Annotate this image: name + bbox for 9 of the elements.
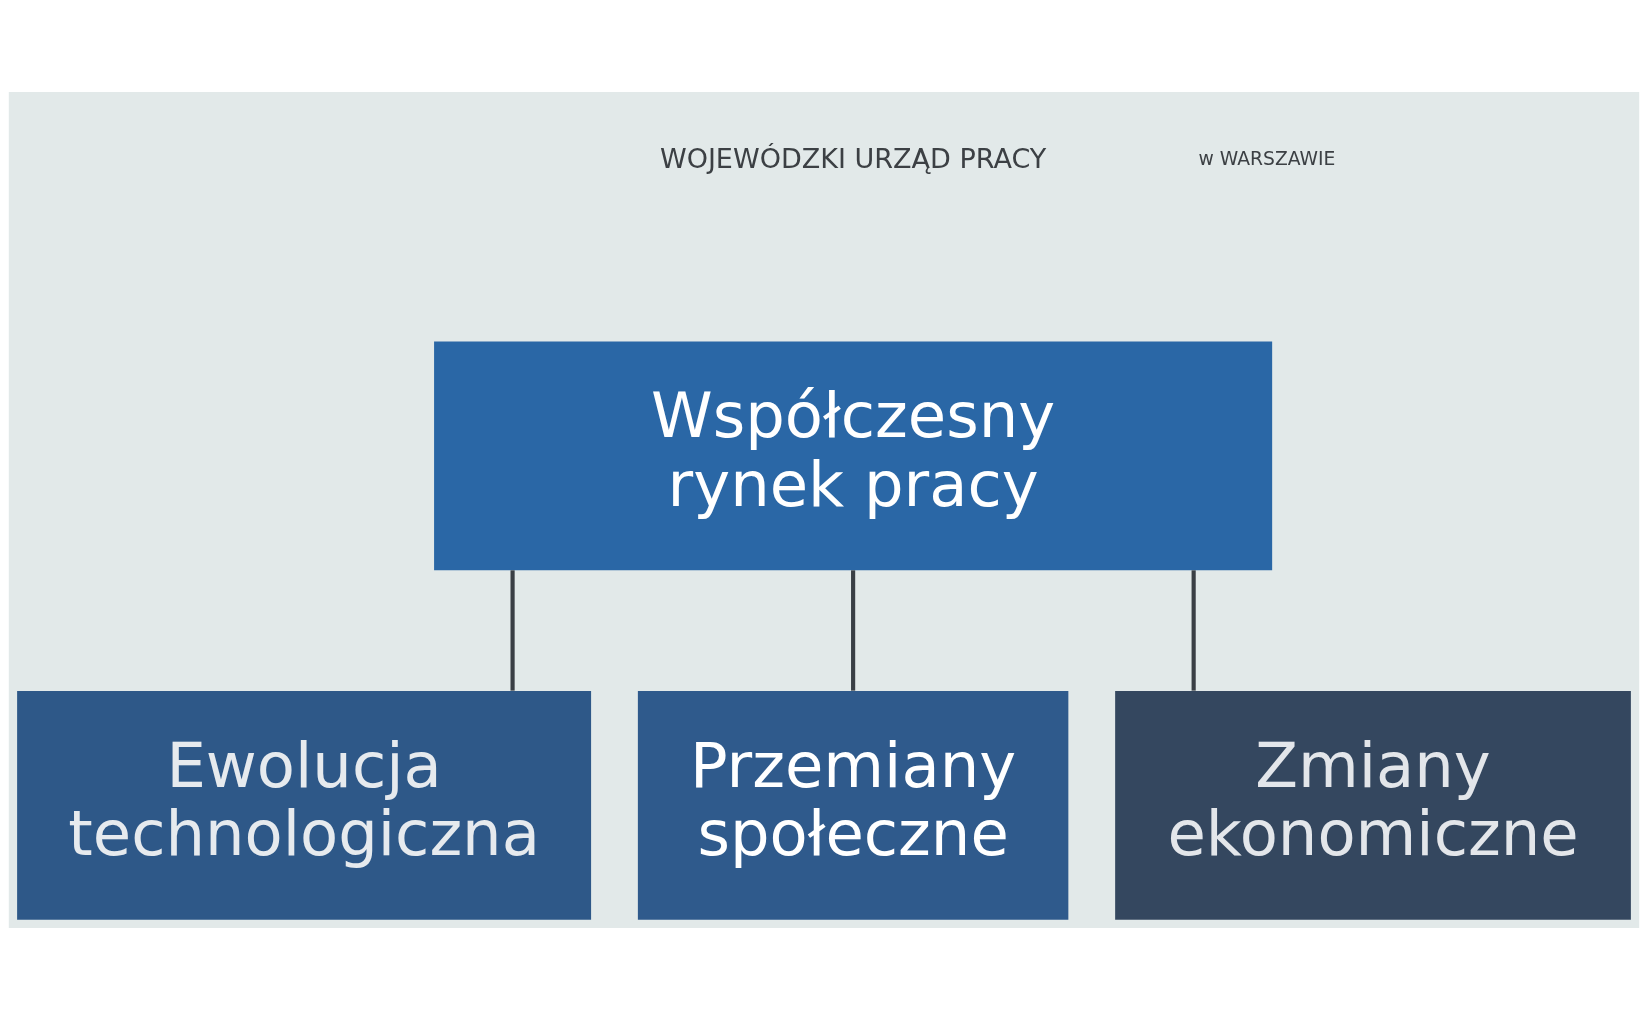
connector <box>510 569 515 691</box>
label: WOJEWÓDZKI URZĄD PRACY <box>659 142 1047 174</box>
node-box: Przemiany społeczne <box>637 690 1069 920</box>
node-box: Współczesny rynek pracy <box>434 341 1273 570</box>
label: w WARSZAWIE <box>1198 147 1336 169</box>
connector <box>1191 569 1196 691</box>
node-box: Ewolucja technologiczna <box>17 690 592 920</box>
connector <box>851 569 856 691</box>
node-box: Zmiany ekonomiczne <box>1115 690 1631 920</box>
